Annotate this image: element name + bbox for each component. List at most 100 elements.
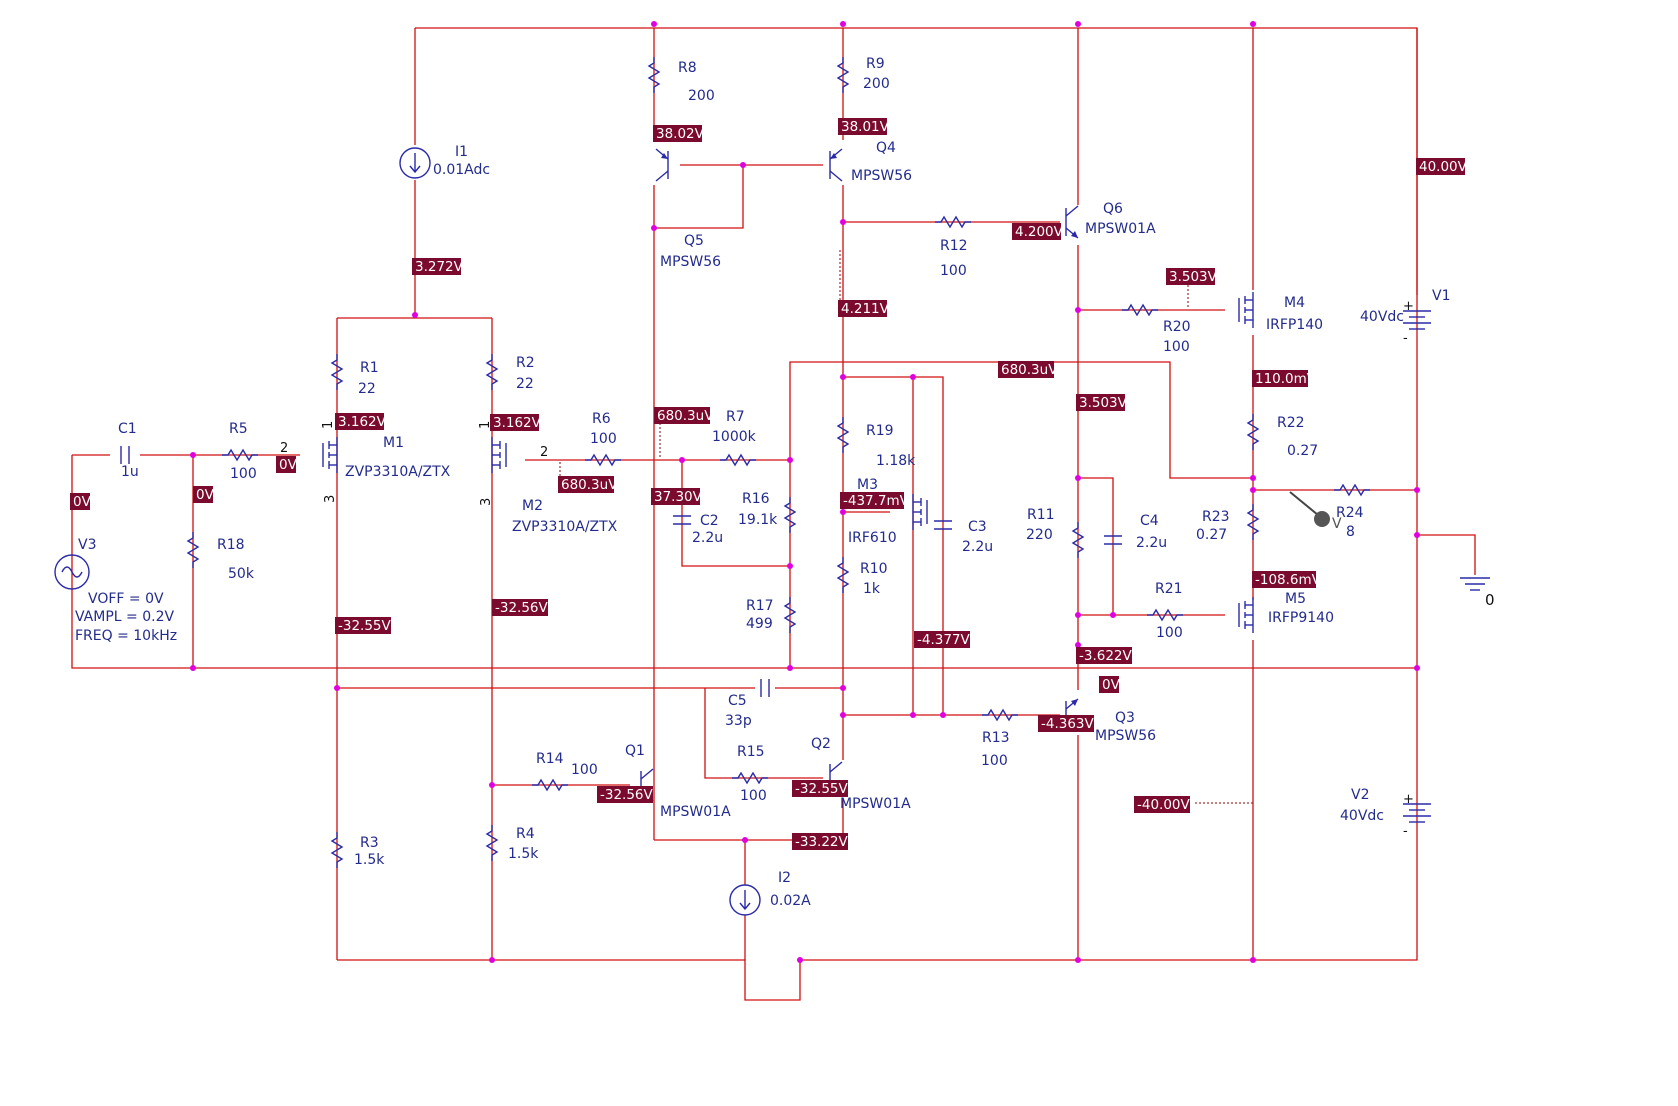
- resistor-r9[interactable]: [837, 56, 849, 94]
- label-ref: R9: [866, 56, 885, 72]
- resistor-r13[interactable]: [981, 709, 1019, 721]
- mosfet-m2[interactable]: [491, 436, 507, 474]
- label-ref: M2: [522, 498, 543, 514]
- label-ref: R11: [1027, 507, 1055, 523]
- resistor-r22[interactable]: [1247, 413, 1259, 451]
- voltage-marker[interactable]: -4.377V: [917, 632, 971, 648]
- voltage-marker[interactable]: 4.211V: [841, 301, 890, 317]
- mosfet-m1[interactable]: [322, 436, 338, 474]
- capacitor-c5[interactable]: [760, 678, 770, 698]
- voltage-marker[interactable]: 3.272V: [415, 259, 464, 275]
- voltage-marker[interactable]: 3.162V: [493, 415, 542, 431]
- voltage-marker[interactable]: -4.363V: [1041, 716, 1095, 732]
- label-value: MPSW01A: [840, 796, 911, 812]
- label-ref: R16: [742, 491, 770, 507]
- label-ref: M1: [383, 435, 404, 451]
- label-value: 1000k: [712, 429, 757, 445]
- label-ref: R20: [1163, 319, 1191, 335]
- voltage-marker[interactable]: -437.7mV: [843, 493, 910, 509]
- voltage-marker-box: [1252, 571, 1316, 588]
- voltage-marker-box: [558, 476, 614, 493]
- voltage-marker[interactable]: 3.503V: [1169, 269, 1218, 285]
- resistor-r19[interactable]: [837, 416, 849, 454]
- voltage-marker[interactable]: 0V: [1102, 677, 1121, 693]
- resistor-r2[interactable]: [486, 353, 498, 391]
- label-ref: R4: [516, 826, 535, 842]
- voltage-marker[interactable]: -32.56V: [495, 600, 549, 616]
- resistor-r8[interactable]: [648, 56, 660, 94]
- label-value: IRFP140: [1266, 317, 1323, 333]
- voltage-marker[interactable]: 3.162V: [338, 414, 387, 430]
- resistor-r18[interactable]: [187, 531, 199, 569]
- voltage-probe-icon[interactable]: [1289, 491, 1330, 527]
- resistor-r10[interactable]: [837, 556, 849, 594]
- label-ref: Q5: [684, 233, 704, 249]
- resistor-r12[interactable]: [934, 216, 972, 228]
- voltage-marker[interactable]: 110.0mV: [1255, 371, 1317, 387]
- resistor-r7[interactable]: [719, 454, 757, 466]
- label-ref: Q2: [811, 736, 831, 752]
- resistor-r21[interactable]: [1146, 609, 1184, 621]
- capacitor-c1[interactable]: [120, 445, 130, 465]
- voltage-marker-box: [335, 617, 391, 634]
- voltage-marker[interactable]: 680.3uV: [1001, 362, 1058, 378]
- resistor-r24[interactable]: [1333, 484, 1371, 496]
- voltage-marker[interactable]: 38.02V: [656, 126, 705, 142]
- label-ref: R12: [940, 238, 968, 254]
- resistor-r17[interactable]: [784, 596, 796, 634]
- voltage-marker[interactable]: 4.200V: [1015, 224, 1064, 240]
- current-source-i2[interactable]: [729, 884, 761, 916]
- voltage-marker[interactable]: 37.30V: [654, 489, 703, 505]
- voltage-marker[interactable]: 40.00V: [1419, 159, 1468, 175]
- resistor-r20[interactable]: [1121, 304, 1159, 316]
- voltage-marker[interactable]: -32.56V: [600, 787, 654, 803]
- resistor-r6[interactable]: [584, 454, 622, 466]
- resistor-r16[interactable]: [784, 496, 796, 534]
- voltage-marker[interactable]: 680.3uV: [561, 477, 618, 493]
- mosfet-m4[interactable]: [1238, 291, 1254, 329]
- resistor-r3[interactable]: [331, 831, 343, 869]
- pin-number: 2: [540, 445, 548, 460]
- label-ref: R3: [360, 835, 379, 851]
- voltage-marker-box: [838, 118, 887, 135]
- resistor-r11[interactable]: [1072, 521, 1084, 559]
- current-source-i1[interactable]: [399, 147, 431, 179]
- transistor-q5[interactable]: [655, 148, 669, 182]
- resistor-r1[interactable]: [331, 353, 343, 391]
- voltage-marker[interactable]: 38.01V: [841, 119, 890, 135]
- voltage-marker[interactable]: -40.00V: [1137, 797, 1191, 813]
- mosfet-m3[interactable]: [912, 493, 928, 531]
- label-value: MPSW01A: [1085, 221, 1156, 237]
- voltage-marker[interactable]: 0V: [73, 494, 92, 510]
- voltage-marker[interactable]: -3.622V: [1079, 648, 1133, 664]
- voltage-marker-box: [1076, 394, 1125, 411]
- resistor-r4[interactable]: [486, 824, 498, 862]
- transistor-q6[interactable]: [1065, 205, 1079, 239]
- resistor-r23[interactable]: [1247, 503, 1259, 541]
- mosfet-m5[interactable]: [1238, 596, 1254, 634]
- label-ref: R10: [860, 561, 888, 577]
- voltage-marker[interactable]: -33.22V: [795, 834, 849, 850]
- voltage-marker[interactable]: 0V: [196, 487, 215, 503]
- label-value: 100: [1163, 339, 1190, 355]
- label-ref: R13: [982, 730, 1010, 746]
- label-ref: C5: [728, 693, 747, 709]
- voltage-marker[interactable]: -32.55V: [795, 781, 849, 797]
- label-ref: R24: [1336, 505, 1364, 521]
- voltage-marker[interactable]: 680.3uV: [657, 408, 714, 424]
- label-value: MPSW56: [1095, 728, 1156, 744]
- label-value: MPSW56: [851, 168, 912, 184]
- resistor-r15[interactable]: [731, 772, 769, 784]
- voltage-marker-box: [193, 486, 213, 503]
- label-ref: R8: [678, 60, 697, 76]
- voltage-marker[interactable]: 3.503V: [1079, 395, 1128, 411]
- label-ref: R1: [360, 360, 379, 376]
- transistor-q4[interactable]: [829, 148, 843, 182]
- resistor-r5[interactable]: [221, 449, 259, 461]
- sine-source-v3[interactable]: [54, 554, 90, 590]
- voltage-marker[interactable]: 0V: [279, 457, 298, 473]
- resistor-r14[interactable]: [531, 779, 569, 791]
- label-ref: V3: [78, 537, 96, 553]
- voltage-marker[interactable]: -108.6mV: [1255, 572, 1322, 588]
- voltage-marker[interactable]: -32.55V: [338, 618, 392, 634]
